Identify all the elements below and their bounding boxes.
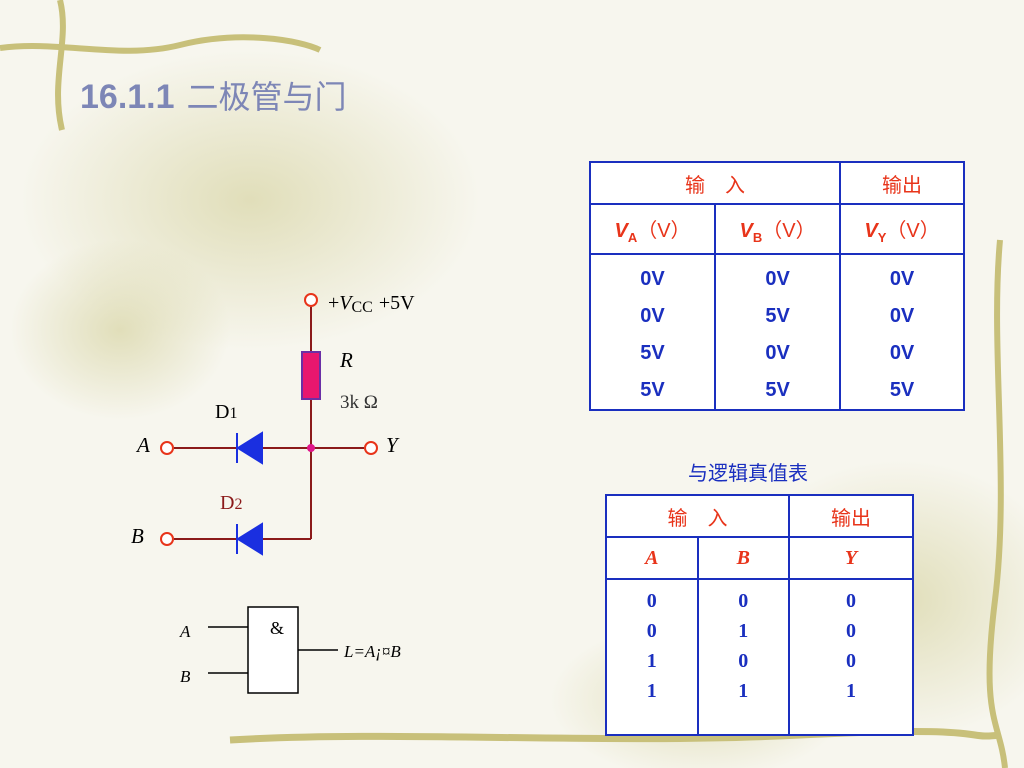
output-terminal [364, 441, 378, 455]
diode-d1-label: D1 [215, 401, 237, 423]
voltage-col-b: VB（V） [714, 203, 842, 255]
and-gate-box [247, 606, 299, 694]
truth-col-b: B [696, 536, 790, 580]
resistor-symbol [301, 351, 321, 400]
voltage-header-input: 输 入 [588, 161, 842, 205]
truth-table-caption: 与逻辑真值表 [688, 461, 808, 485]
vcc-label: +VCC+5V [328, 292, 415, 316]
voltage-header-output: 输出 [839, 161, 965, 205]
diode-d2-label: D2 [220, 492, 242, 514]
input-b-label: B [131, 524, 144, 548]
truth-header-input: 输 入 [605, 494, 790, 538]
truth-col-a: A [605, 536, 699, 580]
truth-header-output: 输出 [788, 494, 914, 538]
slide-title: 16.1.1 二极管与门 [80, 72, 347, 118]
output-y-label: Y [386, 433, 400, 457]
resistor-name: R [339, 348, 353, 372]
truth-col-y: Y [788, 536, 914, 580]
section-title: 二极管与门 [186, 78, 347, 116]
diode-d2-triangle [236, 522, 263, 556]
input-b-terminal [160, 532, 174, 546]
section-number: 16.1.1 [80, 78, 175, 116]
gate-input-b-label: B [180, 667, 191, 686]
vcc-terminal [304, 293, 318, 307]
voltage-col-y: VY（V） [839, 203, 965, 255]
voltage-col-a: VA（V） [588, 203, 717, 255]
gate-output-expression: L=A¡¤B [343, 642, 401, 661]
junction-dot [307, 444, 315, 452]
input-a-terminal [160, 441, 174, 455]
diode-d1-triangle [236, 431, 263, 465]
gate-and-symbol: & [270, 618, 284, 638]
resistor-value: 3k Ω [340, 392, 378, 413]
gate-input-a-label: A [179, 622, 191, 641]
input-a-label: A [135, 433, 150, 457]
